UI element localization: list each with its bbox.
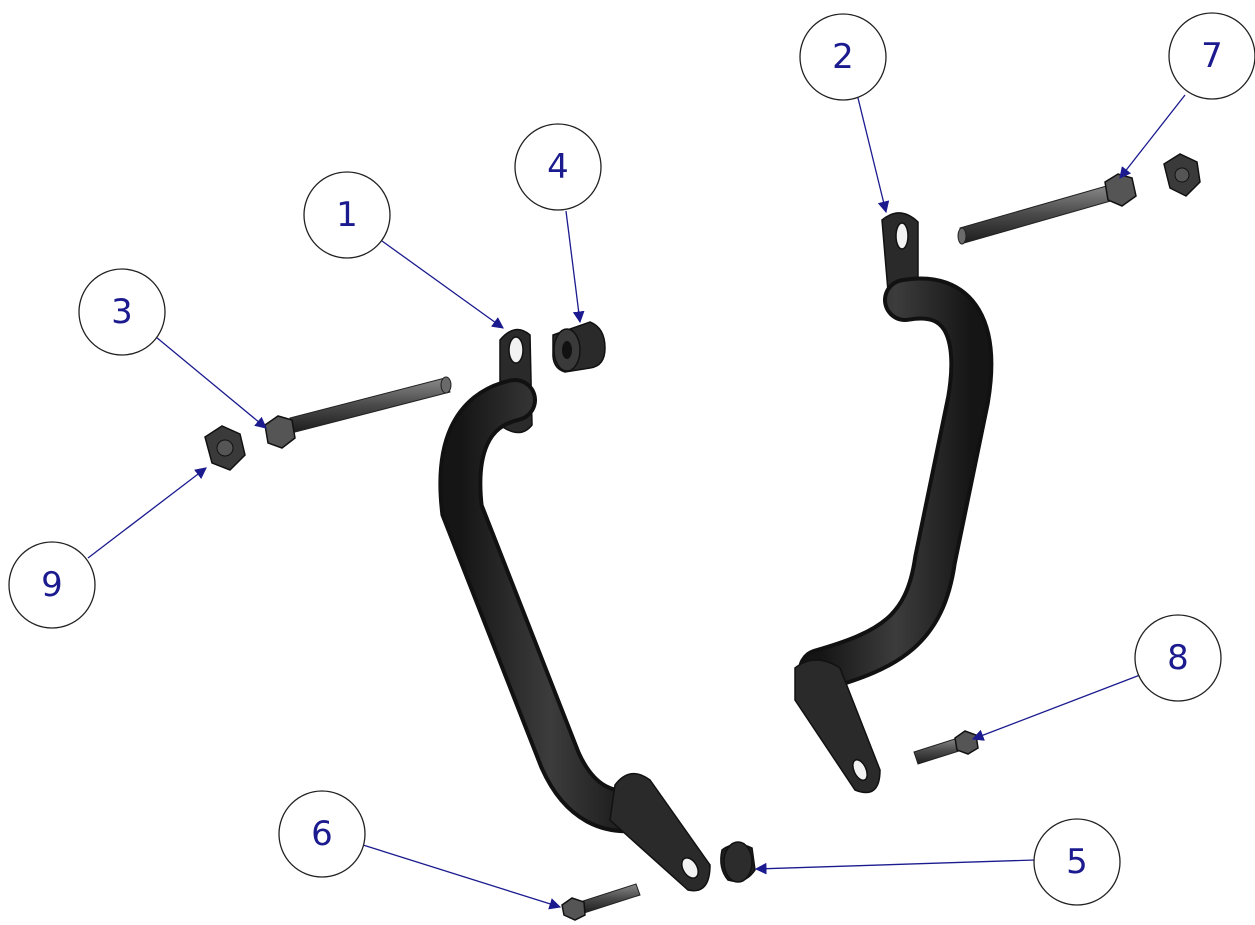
leader-8 bbox=[971, 674, 1141, 741]
part-1-left-handle bbox=[438, 328, 711, 892]
leader-7 bbox=[1119, 94, 1186, 179]
part-7-long-bolt-right bbox=[957, 153, 1201, 245]
balloon-7: 7 bbox=[1168, 12, 1255, 100]
balloon-8: 8 bbox=[1134, 614, 1222, 702]
leader-4 bbox=[565, 210, 585, 324]
part-3-long-bolt-left bbox=[264, 376, 452, 449]
leader-9 bbox=[87, 467, 207, 559]
balloon-1-label: 1 bbox=[336, 195, 358, 235]
leader-3 bbox=[155, 336, 267, 429]
balloon-4: 4 bbox=[514, 123, 602, 211]
leader-lines bbox=[87, 94, 1186, 910]
balloon-6: 6 bbox=[278, 790, 366, 878]
balloon-3: 3 bbox=[78, 268, 166, 356]
part-6-short-bolt-bottom bbox=[561, 883, 641, 921]
leader-6 bbox=[362, 844, 562, 910]
balloon-4-label: 4 bbox=[547, 147, 569, 187]
balloons: 1 2 3 4 5 6 7 8 bbox=[8, 12, 1255, 906]
balloon-2: 2 bbox=[799, 13, 887, 101]
part-5-bushing bbox=[720, 841, 756, 883]
balloon-3-label: 3 bbox=[111, 292, 133, 332]
balloon-5: 5 bbox=[1033, 818, 1121, 906]
part-2-right-handle bbox=[794, 212, 994, 794]
balloon-9: 9 bbox=[8, 541, 96, 629]
balloon-9-label: 9 bbox=[41, 565, 63, 605]
leader-5 bbox=[754, 859, 1036, 875]
balloon-7-label: 7 bbox=[1201, 36, 1223, 76]
balloon-5-label: 5 bbox=[1066, 842, 1088, 882]
part-4-spacer bbox=[552, 321, 606, 373]
part-9-nut-left bbox=[204, 425, 246, 471]
leader-2 bbox=[857, 97, 890, 214]
part-8-short-bolt-right bbox=[913, 730, 979, 765]
balloon-8-label: 8 bbox=[1167, 638, 1189, 678]
balloon-6-label: 6 bbox=[311, 814, 333, 854]
leader-1 bbox=[381, 240, 504, 329]
balloon-1: 1 bbox=[303, 171, 391, 259]
balloon-2-label: 2 bbox=[832, 37, 854, 77]
